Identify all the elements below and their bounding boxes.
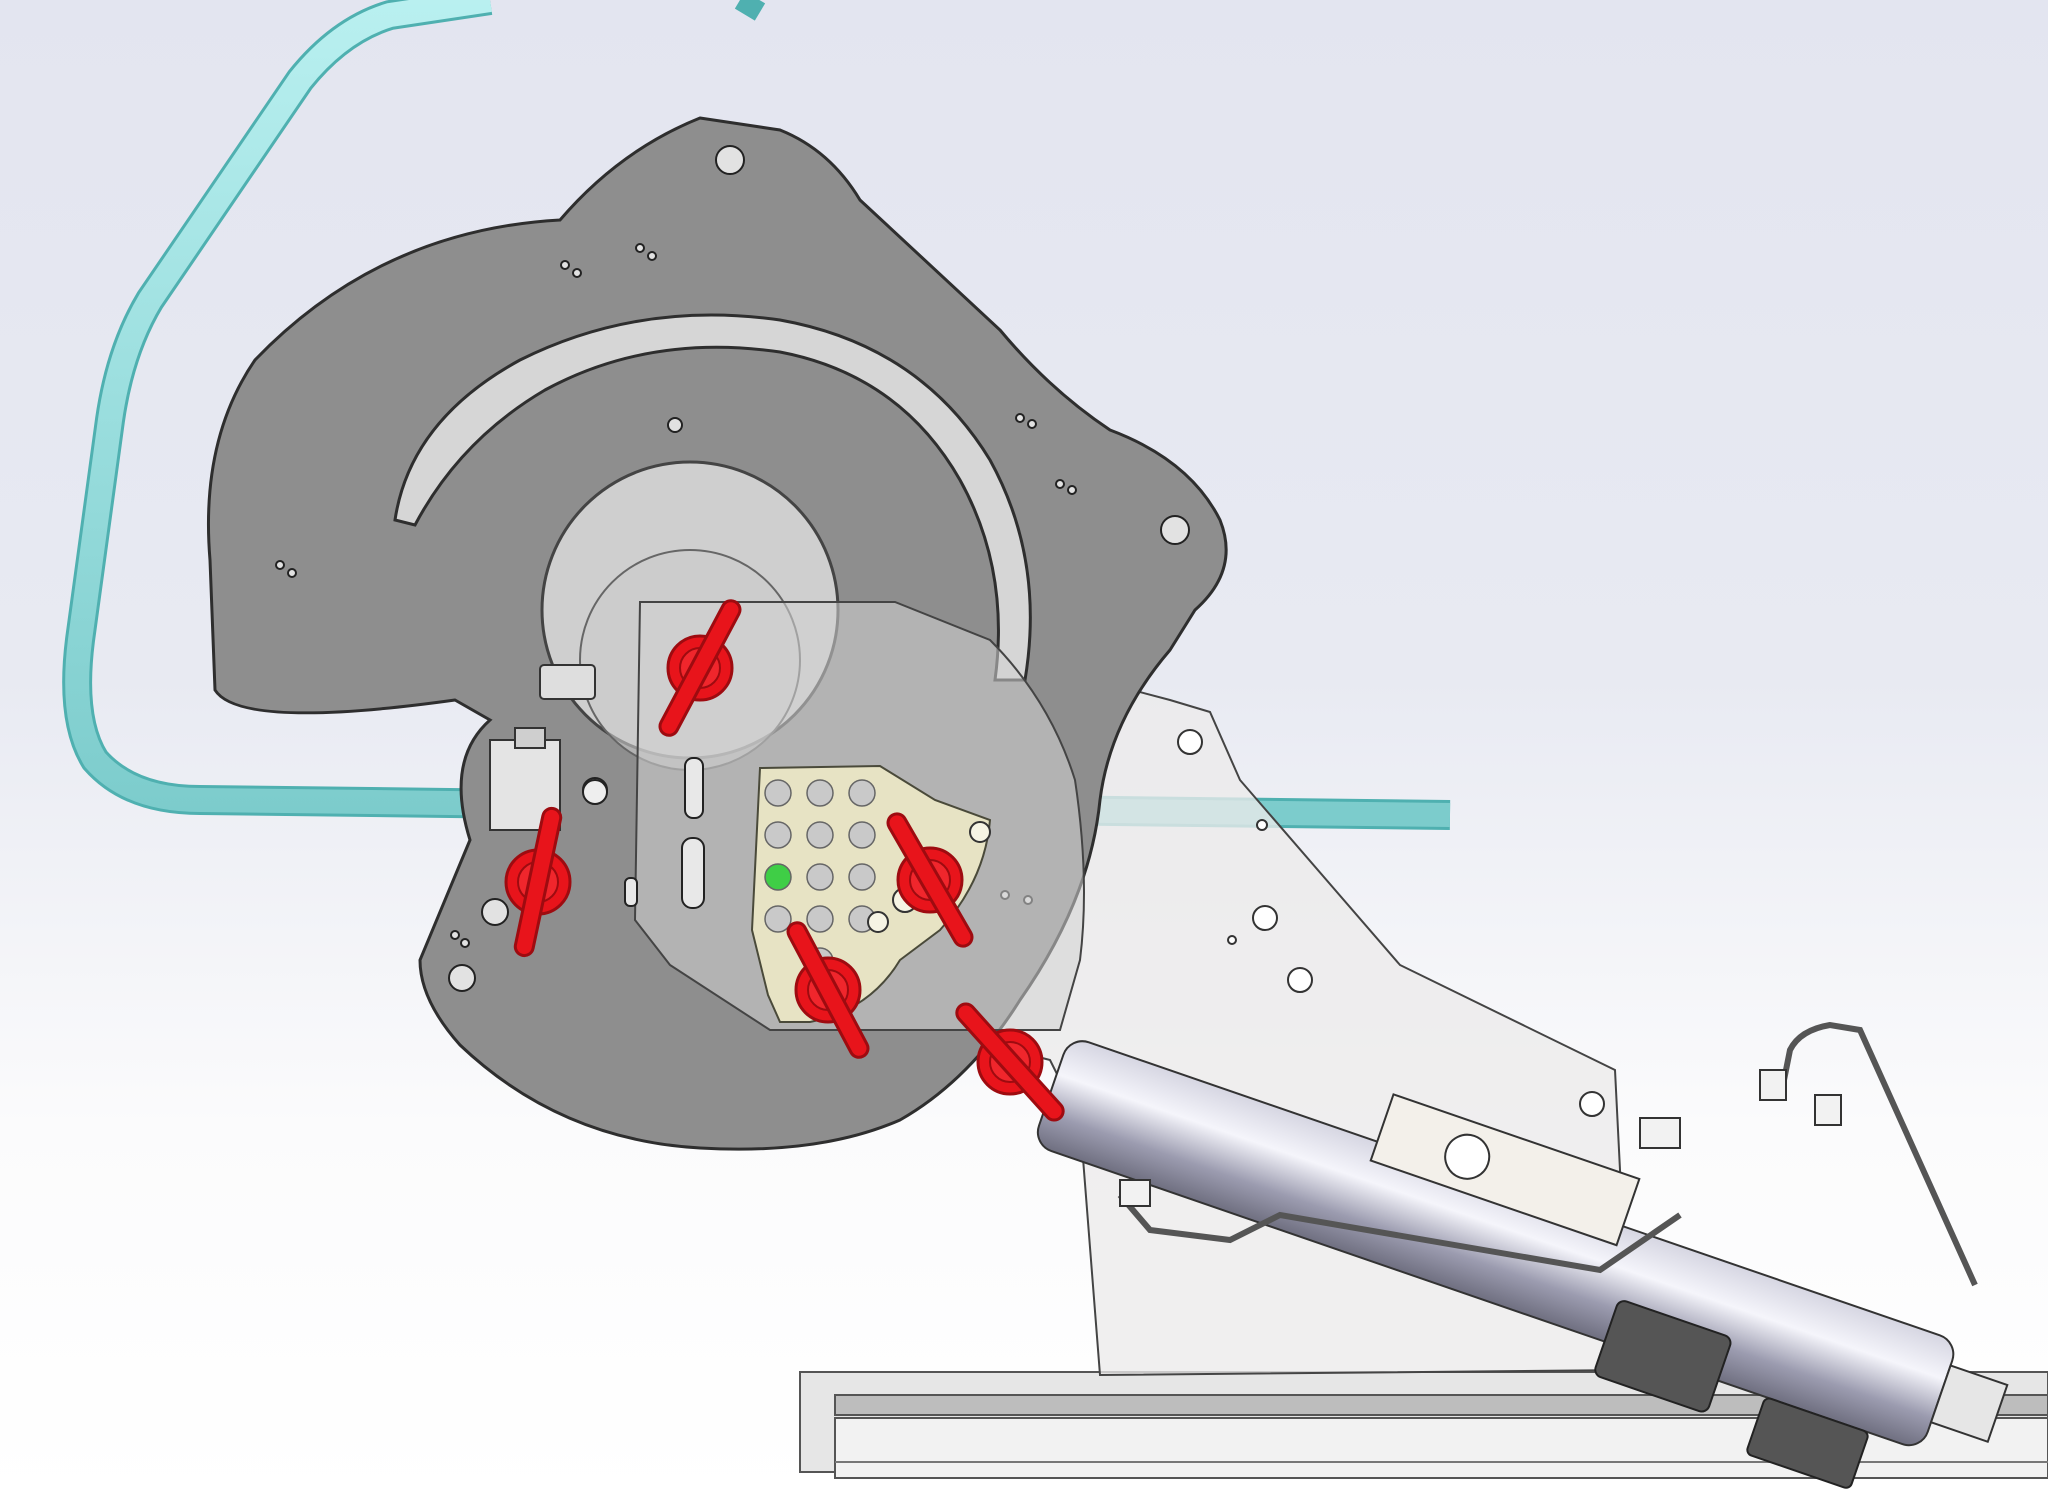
index-position xyxy=(848,863,876,891)
lock-pins xyxy=(504,598,1067,1124)
lock-pin-icon[interactable] xyxy=(504,806,572,958)
index-position xyxy=(806,821,834,849)
lock-pin-icon[interactable] xyxy=(885,811,976,950)
index-position xyxy=(848,821,876,849)
lock-pin-icon[interactable] xyxy=(785,920,871,1061)
index-position xyxy=(764,905,792,933)
coolant-tube xyxy=(62,0,1451,830)
index-position xyxy=(848,779,876,807)
index-position xyxy=(764,779,792,807)
lock-pin-icon[interactable] xyxy=(953,1000,1067,1124)
index-position xyxy=(806,779,834,807)
bracket-holes xyxy=(1177,729,1605,1117)
index-position xyxy=(806,905,834,933)
hydraulic-cylinder xyxy=(1036,1021,2009,1489)
index-position-active xyxy=(764,863,792,891)
index-position xyxy=(806,863,834,891)
lock-pin-icon[interactable] xyxy=(657,598,743,739)
index-position xyxy=(764,821,792,849)
